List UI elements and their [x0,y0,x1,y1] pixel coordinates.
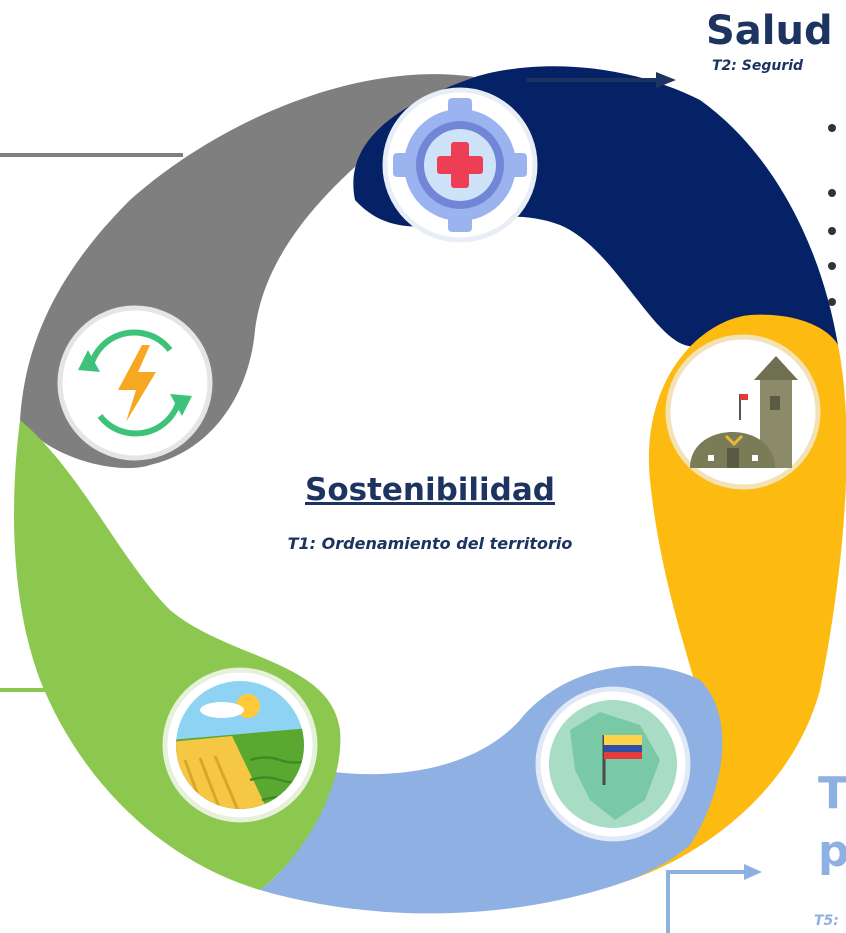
bullet-5 [828,298,836,306]
salud-arrow [527,72,676,88]
bullet-3 [828,227,836,235]
icon-circle-gray [57,305,213,461]
bottom-right-subtitle: T5: [814,913,839,929]
bottom-right-title: T p [818,765,846,881]
medical-gear-icon [393,98,527,232]
bottom-arrow [666,864,762,933]
renewable-energy-icon [78,329,192,437]
bullet-1 [828,124,836,132]
salud-subtitle: T2: Segurid [712,58,804,74]
bottom-right-title-line2: p [818,826,846,877]
icon-circle-light-blue [535,686,691,842]
icon-circle-navy [382,87,538,243]
military-base-icon [690,356,798,468]
bullet-2 [828,189,836,197]
icon-circle-green [162,667,318,823]
colombia-map-flag-icon [549,700,677,828]
bullet-4 [828,262,836,270]
center-subtitle: T1: Ordenamiento del territorio [287,534,573,553]
salud-title: Salud [706,8,833,54]
center-title: Sostenibilidad [305,472,555,508]
bottom-right-title-line1: T [818,768,846,819]
icon-circle-gold [665,334,821,490]
